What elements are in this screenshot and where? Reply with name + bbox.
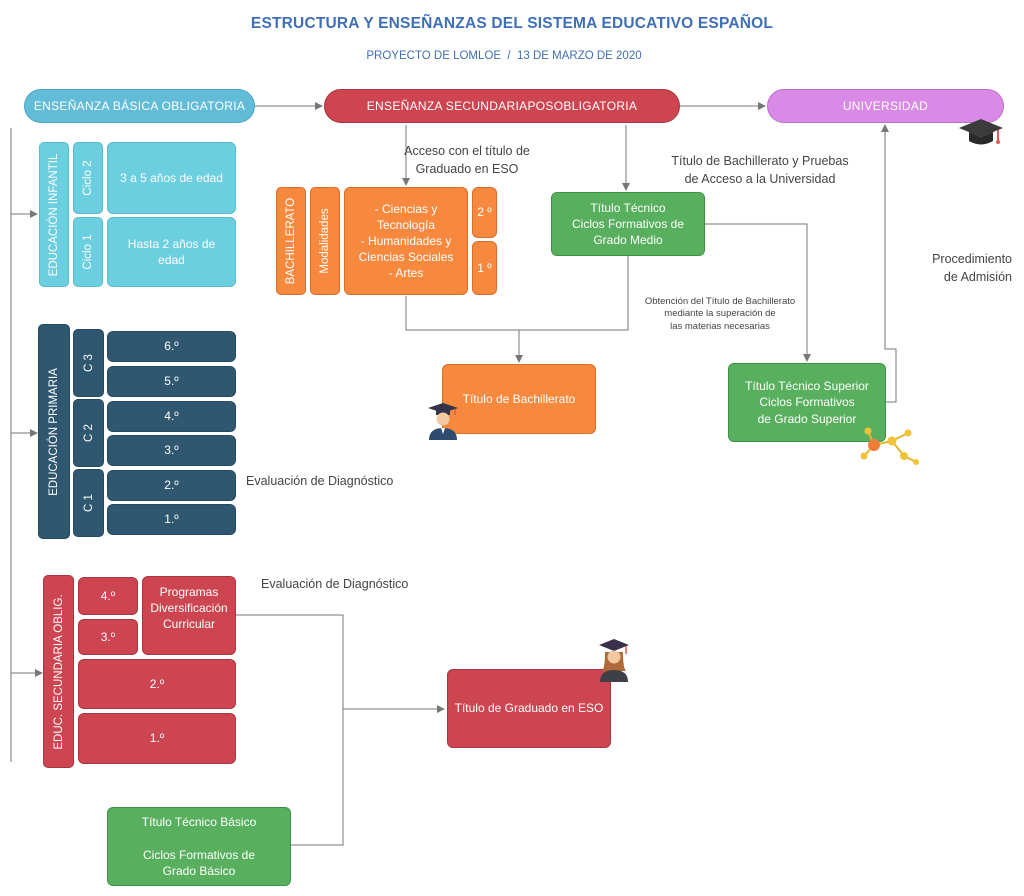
acceso-universidad-note: Título de Bachillerato y Pruebas de Acce… [671, 154, 849, 186]
primaria-grade-3: 3.º [107, 435, 236, 466]
ciclo-2-label: Ciclo 2 [73, 142, 103, 214]
obtencion-titulo-note: Obtención del Título de Bachillerato med… [644, 296, 796, 332]
c2-label: C 2 [73, 399, 104, 467]
educacion-primaria-label: EDUCACIÓN PRIMARIA [38, 324, 70, 539]
line-basico-to-eso [291, 709, 344, 846]
titulo-tecnico-basico-box: Título Técnico Básico Ciclos Formativos … [107, 807, 291, 886]
titulo-tecnico-superior-box: Título Técnico Superior Ciclos Formativo… [728, 363, 886, 442]
arrow-bach-to-titulo [405, 296, 523, 363]
ciclo-1-label: Ciclo 1 [73, 217, 103, 287]
procedimiento-admision-note: Procedimiento de Admisión [932, 252, 1012, 284]
modalidades-list: - Ciencias y Tecnología - Humanidades y … [344, 187, 468, 295]
modalidades-label: Modalidades [310, 187, 340, 295]
eso-grade-1: 1.º [78, 713, 236, 764]
titulo-graduado-eso-box: Título de Graduado en ESO [447, 669, 611, 748]
bachillerato-year-1: 1 º [472, 241, 497, 295]
educacion-infantil-label: EDUCACIÓN INFANTIL [39, 142, 69, 287]
primaria-grade-5: 5.º [107, 366, 236, 397]
acceso-titulo-graduado-note: Acceso con el título de Graduado en ESO [404, 144, 530, 176]
evaluacion-diagnostico-eso: Evaluación de Diagnóstico [261, 577, 409, 591]
evaluacion-diagnostico-primaria: Evaluación de Diagnóstico [246, 474, 394, 488]
graduate-woman-icon [599, 639, 629, 682]
primaria-grade-2: 2.º [107, 470, 236, 501]
programas-diversificacion-box: Programas Diversificación Curricular [142, 576, 236, 655]
primaria-grade-1: 1.º [107, 504, 236, 535]
molecule-icon [860, 427, 919, 465]
primaria-grade-4: 4.º [107, 401, 236, 432]
age-0-2-box: Hasta 2 años de edad [107, 217, 236, 287]
eso-grade-3: 3.º [78, 619, 138, 655]
basica-obligatoria-pill: ENSEÑANZA BÁSICA OBLIGATORIA [24, 89, 255, 123]
universidad-pill: UNIVERSIDAD [767, 89, 1004, 123]
arrow-superior-to-universidad [881, 124, 897, 403]
educ-secundaria-oblig-label: EDUC. SECUNDARIA OBLIG. [43, 575, 74, 768]
eso-grade-4: 4.º [78, 577, 138, 615]
arrow-programas-to-eso [236, 614, 445, 713]
graduation-cap-icon [959, 119, 1003, 145]
page-subtitle: PROYECTO DE LOMLOE / 13 DE MARZO DE 2020 [366, 50, 642, 62]
line-medio-to-titulo [519, 256, 629, 331]
c3-label: C 3 [73, 329, 104, 397]
c1-label: C 1 [73, 469, 104, 537]
page-title: ESTRUCTURA Y ENSEÑANZAS DEL SISTEMA EDUC… [250, 15, 774, 32]
age-3-5-box: 3 a 5 años de edad [107, 142, 236, 214]
bachillerato-year-2: 2 º [472, 187, 497, 238]
bachillerato-label: BACHILLERATO [276, 187, 306, 295]
primaria-grade-6: 6.º [107, 331, 236, 362]
secundaria-posobligatoria-pill: ENSEÑANZA SECUNDARIAPOSOBLIGATORIA [324, 89, 680, 123]
titulo-bachillerato-box: Título de Bachillerato [442, 364, 596, 434]
arrow-to-tecnico-superior [705, 223, 811, 362]
eso-grade-2: 2.º [78, 659, 236, 709]
titulo-tecnico-medio-box: Título Técnico Ciclos Formativos de Grad… [551, 192, 705, 256]
graduate-man-icon [428, 403, 458, 440]
